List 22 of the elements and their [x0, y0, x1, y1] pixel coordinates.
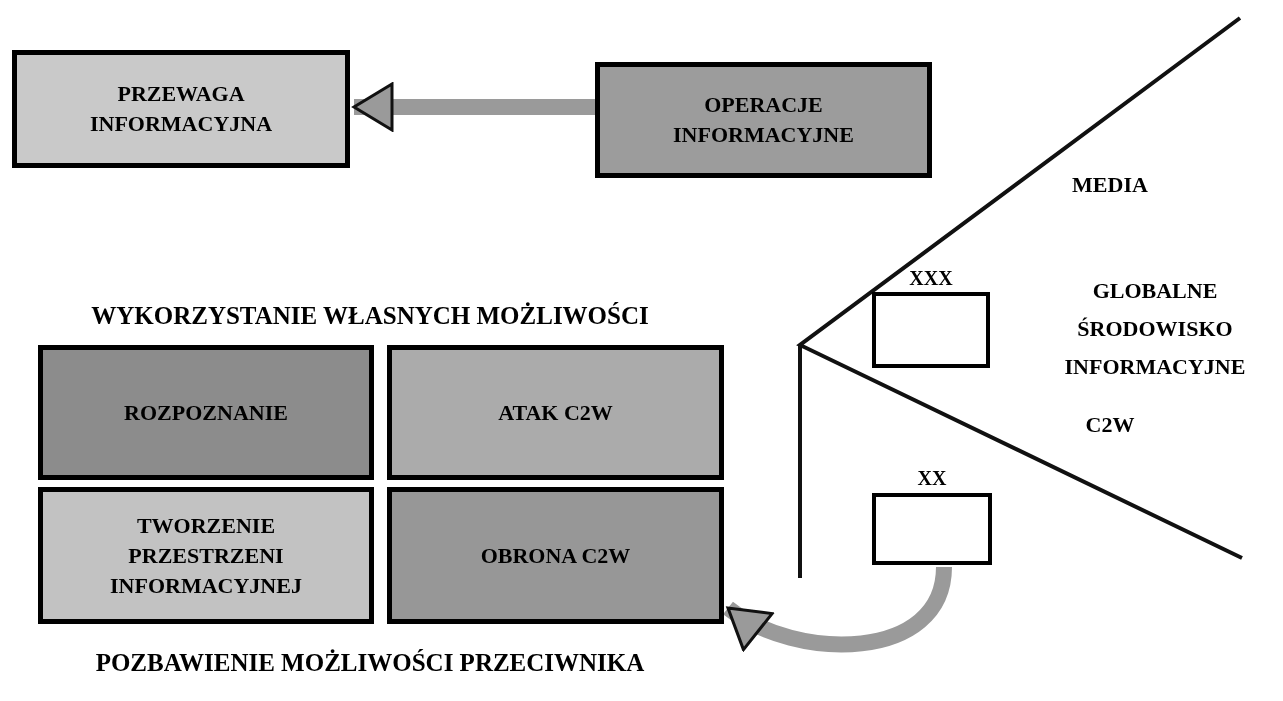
box-label: ATAK C2W — [498, 398, 613, 427]
process-box — [38, 345, 374, 480]
box-label: ROZPOZNANIE — [124, 398, 288, 427]
block-arrow — [352, 82, 595, 132]
box-caption: XX — [916, 466, 948, 490]
box-label: OPERACJE INFORMACYJNE — [672, 91, 855, 149]
empty-box — [872, 292, 990, 368]
process-box — [595, 62, 932, 178]
box-caption: XXX — [908, 266, 954, 290]
heading-label: WYKORZYSTANIE WŁASNYCH MOŻLIWOŚCI — [90, 301, 650, 331]
box-label: PRZEWAGA INFORMACYJNA — [88, 80, 274, 138]
heading-label: POZBAWIENIE MOŻLIWOŚCI PRZECIWNIKA — [94, 648, 646, 678]
process-box — [12, 50, 350, 168]
process-box — [387, 345, 724, 480]
box-label: TWORZENIE PRZESTRZENI INFORMACYJNEJ — [109, 511, 303, 600]
process-box — [387, 487, 724, 624]
empty-box — [872, 493, 992, 565]
box-label: OBRONA C2W — [480, 541, 631, 570]
heading-label: GLOBALNE ŚRODOWISKO INFORMACYJNE — [1063, 277, 1247, 381]
heading-label: C2W — [1084, 411, 1136, 439]
heading-label: MEDIA — [1071, 171, 1149, 199]
process-box — [38, 487, 374, 624]
